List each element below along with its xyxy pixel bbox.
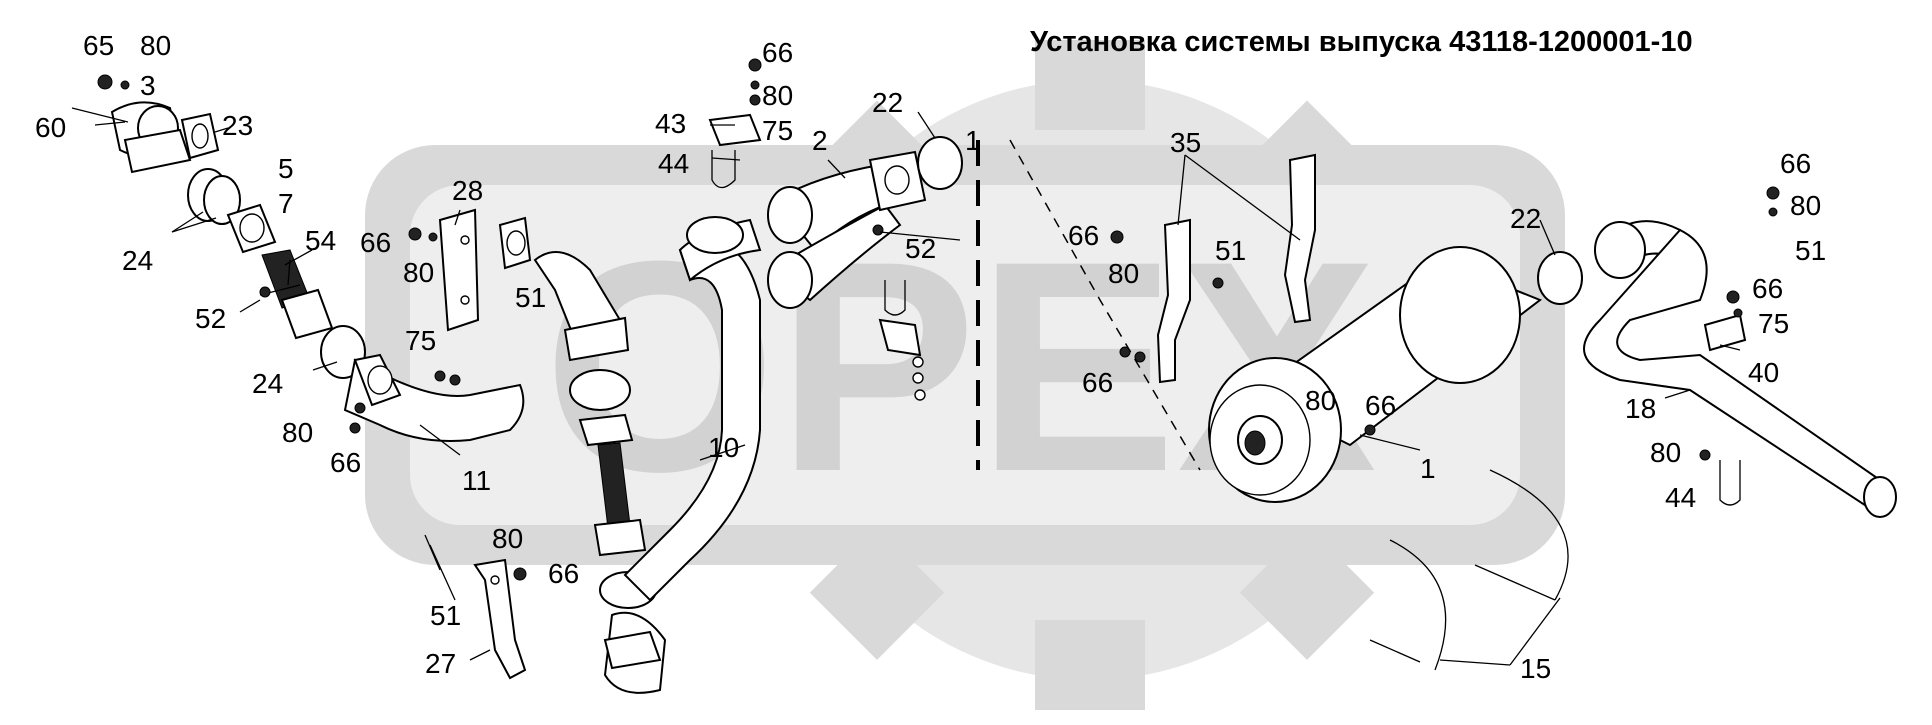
callout-1-a: 1 xyxy=(965,125,981,156)
callout-11: 11 xyxy=(462,465,491,496)
part-hangers-35 xyxy=(1156,153,1316,384)
callout-66-b: 66 xyxy=(360,227,391,258)
callout-60: 60 xyxy=(35,112,66,143)
callout-24-lower: 24 xyxy=(252,368,283,399)
callout-66-f: 66 xyxy=(1082,367,1113,398)
part-gasket-22 xyxy=(1537,251,1583,305)
callout-labels: 65 80 3 60 23 5 7 54 24 52 24 80 66 11 2… xyxy=(35,30,1826,684)
callout-51-b: 51 xyxy=(430,600,461,631)
dashed-guide xyxy=(1009,139,1201,471)
part-ubolt-44 xyxy=(1719,460,1741,506)
part-tail-pipe xyxy=(1583,220,1897,518)
callout-66-left: 66 xyxy=(330,447,361,478)
callout-52-b: 52 xyxy=(905,233,936,264)
part-bracket-40 xyxy=(1703,313,1747,352)
part-straps-15 xyxy=(1369,469,1569,671)
callout-80-left: 80 xyxy=(282,417,313,448)
callout-80-f: 80 xyxy=(1108,258,1139,289)
callout-5: 5 xyxy=(278,153,294,184)
part-center-flex xyxy=(569,369,667,694)
callout-75-c: 75 xyxy=(1758,308,1789,339)
callout-10: 10 xyxy=(708,432,739,463)
part-muffler xyxy=(1208,246,1543,503)
callout-40: 40 xyxy=(1748,357,1779,388)
part-flange-cap xyxy=(71,74,220,174)
callout-80-e: 80 xyxy=(492,523,523,554)
callout-66-e: 66 xyxy=(1068,220,1099,251)
callout-80-h: 80 xyxy=(1790,190,1821,221)
callout-18: 18 xyxy=(1625,393,1656,424)
callout-51-d: 51 xyxy=(1795,235,1826,266)
callout-66-d: 66 xyxy=(548,558,579,589)
callout-3: 3 xyxy=(140,70,156,101)
callout-80-c: 80 xyxy=(403,257,434,288)
callout-52: 52 xyxy=(195,303,226,334)
callout-28: 28 xyxy=(452,175,483,206)
callout-80-g: 80 xyxy=(1305,385,1336,416)
callout-44-b: 44 xyxy=(1665,482,1696,513)
callout-15: 15 xyxy=(1520,653,1551,684)
callout-66-h: 66 xyxy=(1780,148,1811,179)
part-flex-joint xyxy=(226,203,334,340)
part-y-pipe xyxy=(767,136,963,309)
part-pipe-11 xyxy=(343,353,525,442)
part-bracket-27 xyxy=(424,534,527,680)
callout-80-i: 80 xyxy=(1650,437,1681,468)
callout-80-d: 80 xyxy=(762,80,793,111)
callout-35: 35 xyxy=(1170,127,1201,158)
callout-1-b: 1 xyxy=(1420,453,1436,484)
callout-75-b: 75 xyxy=(762,115,793,146)
part-elbow-pipe xyxy=(498,216,630,362)
callout-75-a: 75 xyxy=(405,325,436,356)
callout-22-b: 22 xyxy=(1510,203,1541,234)
part-bracket-28 xyxy=(438,208,480,332)
part-clamp-43 xyxy=(708,113,926,401)
callout-44-a: 44 xyxy=(658,148,689,179)
leader-lines xyxy=(94,111,1741,666)
callout-7: 7 xyxy=(278,188,294,219)
callout-22-a: 22 xyxy=(872,87,903,118)
callout-23: 23 xyxy=(222,110,253,141)
callout-27: 27 xyxy=(425,648,456,679)
callout-66-c: 66 xyxy=(762,37,793,68)
callout-65: 65 xyxy=(83,30,114,61)
part-pipe-10 xyxy=(623,216,762,602)
callout-80: 80 xyxy=(140,30,171,61)
callout-51-a: 51 xyxy=(515,282,546,313)
diagram-title: Установка системы выпуска 43118-1200001-… xyxy=(1030,26,1693,58)
callout-66-i: 66 xyxy=(1752,273,1783,304)
callout-66-g: 66 xyxy=(1365,390,1396,421)
callout-2: 2 xyxy=(812,125,828,156)
callout-54: 54 xyxy=(305,225,336,256)
callout-43: 43 xyxy=(655,108,686,139)
callout-24: 24 xyxy=(122,245,153,276)
callout-51-c: 51 xyxy=(1215,235,1246,266)
